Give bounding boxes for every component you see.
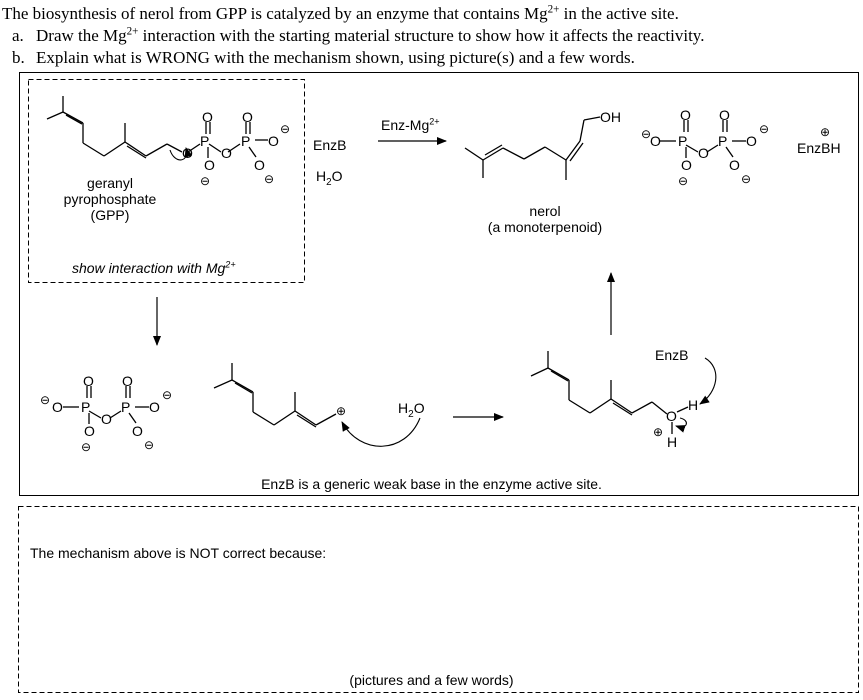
question-part-a: a.Draw the Mg2+ interaction with the sta… [12, 25, 705, 45]
water-nucleophile: H2O [398, 400, 425, 420]
atom-o: O [204, 157, 215, 173]
atom-o: O [698, 145, 709, 161]
oxonium-structure [530, 351, 717, 434]
gpp-dashed-box [28, 79, 305, 283]
atom-p: P [678, 133, 687, 149]
question-part-b: b.Explain what is WRONG with the mechani… [12, 48, 635, 67]
minus-charge: ⊖ [81, 440, 91, 454]
atom-p: P [200, 133, 209, 149]
minus-charge: ⊖ [759, 122, 769, 136]
atom-p: P [241, 133, 250, 149]
reagent-enzb: EnzB [313, 137, 347, 153]
minus-charge: ⊖ [641, 127, 651, 141]
atom-o: O [149, 399, 160, 415]
minus-charge: ⊖ [264, 172, 274, 186]
minus-charge: ⊖ [678, 174, 688, 188]
atom-o: O [650, 133, 661, 149]
plus-charge: ⊕ [820, 125, 830, 139]
atom-o: O [83, 373, 94, 389]
minus-charge: ⊖ [200, 174, 210, 188]
atom-o: O [254, 157, 265, 173]
enzyme-mg-label: Enz-Mg2+ [381, 116, 440, 133]
answer-footer: (pictures and a few words) [349, 672, 514, 688]
atom-o: O [221, 145, 232, 161]
minus-charge: ⊖ [162, 388, 172, 402]
atom-o: O [666, 408, 677, 424]
plus-charge: ⊕ [653, 425, 663, 439]
atom-p: P [121, 399, 130, 415]
atom-o: O [101, 411, 112, 427]
minus-charge: ⊖ [280, 122, 290, 136]
atom-h: H [667, 434, 677, 450]
minus-charge: ⊖ [40, 393, 50, 407]
atom-o: O [680, 107, 691, 123]
gpp-structure [46, 96, 268, 161]
enzb-note: EnzB is a generic weak base in the enzym… [261, 476, 602, 492]
atom-o: O [746, 133, 757, 149]
gpp-atoms: O P O O O O P O O ⊖ ⊖ ⊖ [182, 109, 290, 188]
scheme-frame [19, 72, 859, 496]
minus-charge: ⊖ [741, 172, 751, 186]
gpp-name: geranyl pyrophosphate (GPP) [63, 175, 157, 223]
atom-p: P [81, 399, 90, 415]
carbocation-structure [213, 363, 421, 447]
atom-p: P [718, 133, 727, 149]
atom-o: O [242, 109, 253, 125]
question-intro: The biosynthesis of nerol from GPP is ca… [2, 3, 679, 23]
minus-charge: ⊖ [144, 438, 154, 452]
hydroxyl-label: OH [600, 109, 621, 125]
atom-h: H [688, 397, 698, 413]
show-interaction-instruction: show interaction with Mg2+ [72, 259, 236, 276]
atom-o: O [182, 145, 193, 161]
atom-o: O [52, 399, 63, 415]
reagent-water: H2O [316, 168, 343, 188]
atom-o: O [84, 423, 95, 439]
pyrophosphate-top [660, 120, 746, 158]
atom-o: O [268, 133, 279, 149]
atom-o: O [729, 157, 740, 173]
nerol-name: nerol (a monoterpenoid) [487, 203, 603, 235]
enzb-attack-label: EnzB [655, 347, 688, 363]
atom-o: O [681, 157, 692, 173]
enzbh-label: EnzBH [797, 140, 841, 156]
atom-o: O [122, 373, 133, 389]
atom-o: O [132, 423, 143, 439]
atom-o: O [719, 107, 730, 123]
pyrophosphate-bottom [63, 386, 149, 424]
atom-o: O [202, 109, 213, 125]
answer-prompt: The mechanism above is NOT correct becau… [30, 545, 327, 561]
nerol-structure [464, 116, 601, 180]
plus-charge: ⊕ [336, 404, 346, 418]
answer-dashed-box [18, 506, 859, 693]
